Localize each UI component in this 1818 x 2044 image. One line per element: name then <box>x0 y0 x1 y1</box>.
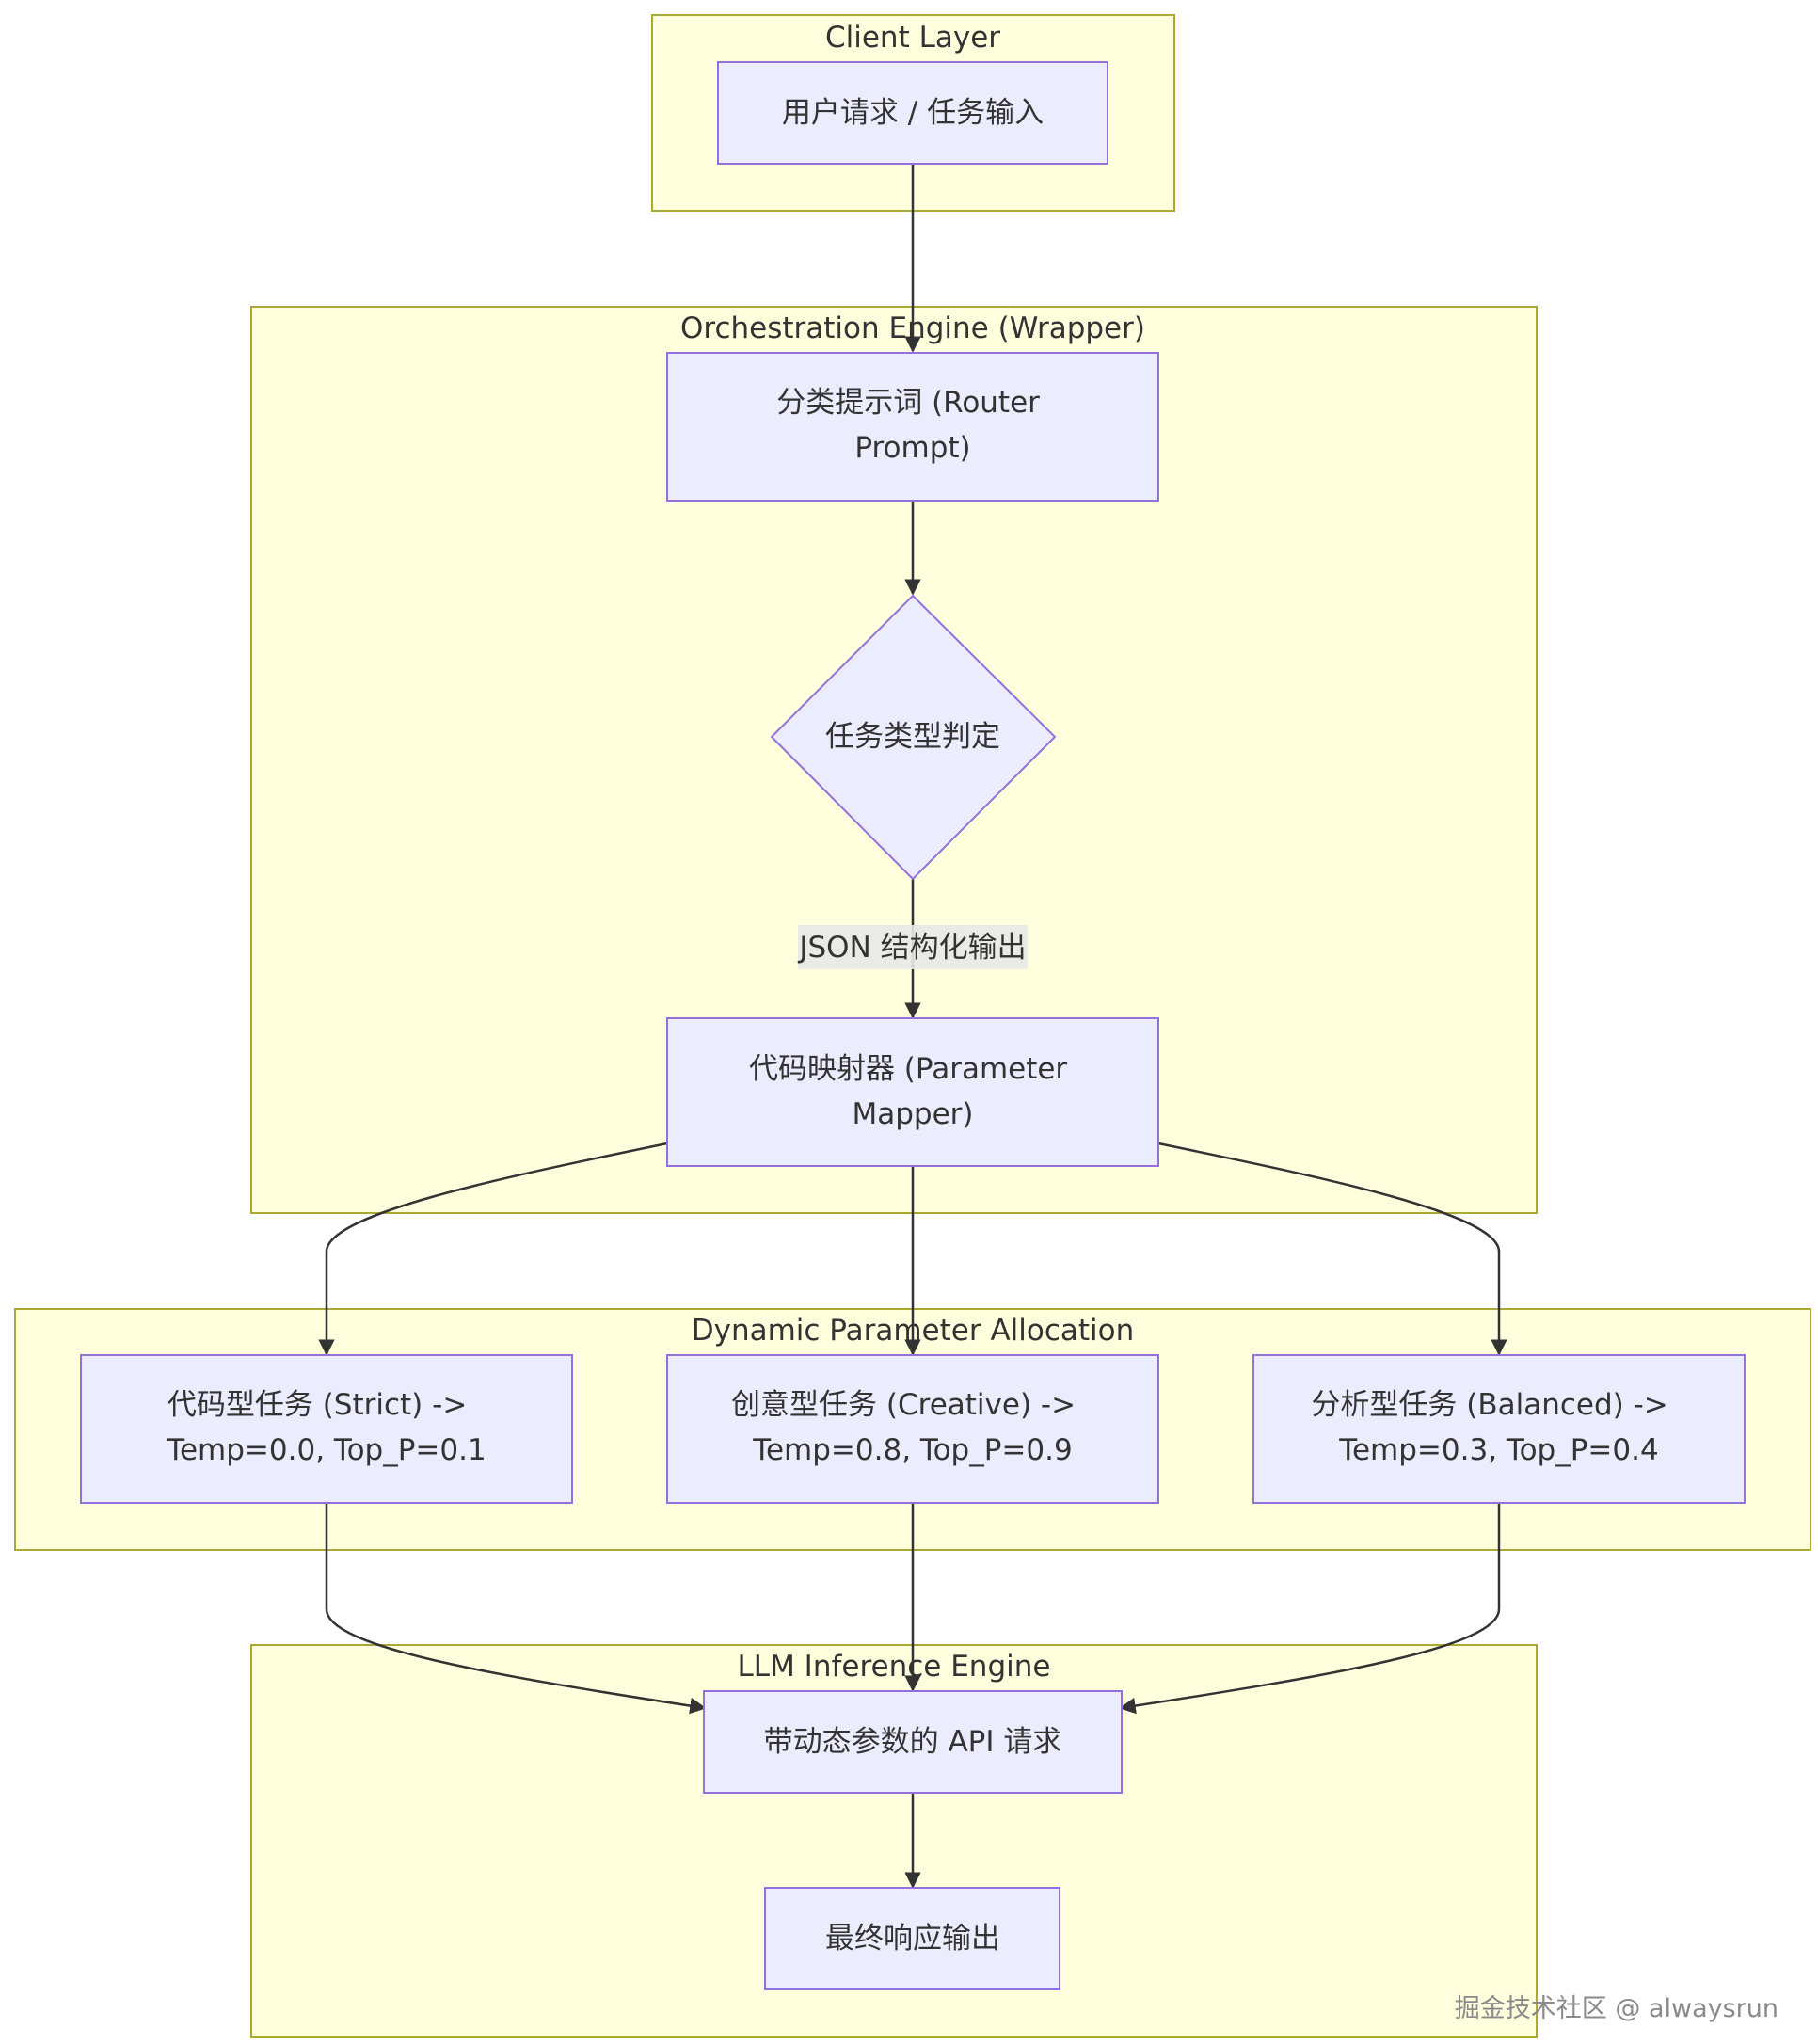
node-task-type-decision-label: 任务类型判定 <box>825 720 1000 754</box>
node-user-request: 用户请求 / 任务输入 <box>717 61 1108 165</box>
node-router-prompt-label: 分类提示词 (Router Prompt) <box>776 386 1049 465</box>
edge-mapper-to-analysis-task <box>1157 1142 1507 1356</box>
node-creative-task: 创意型任务 (Creative) -> Temp=0.8, Top_P=0.9 <box>666 1354 1159 1504</box>
node-api-request-label: 带动态参数的 API 请求 <box>764 1725 1062 1759</box>
node-analysis-task: 分析型任务 (Balanced) -> Temp=0.3, Top_P=0.4 <box>1252 1354 1746 1504</box>
node-final-output: 最终响应输出 <box>764 1887 1060 1990</box>
node-code-task: 代码型任务 (Strict) -> Temp=0.0, Top_P=0.1 <box>80 1354 573 1504</box>
node-code-task-label: 代码型任务 (Strict) -> Temp=0.0, Top_P=0.1 <box>166 1388 486 1467</box>
edge-mapper-to-code-task <box>318 1142 668 1356</box>
node-analysis-task-label: 分析型任务 (Balanced) -> Temp=0.3, Top_P=0.4 <box>1311 1388 1677 1467</box>
edge-analysis-task-to-api <box>1119 1503 1501 1715</box>
edge-label-json-output-text: JSON 结构化输出 <box>797 931 1026 965</box>
edge-label-json-output: JSON 结构化输出 <box>797 925 1028 969</box>
watermark-text: 掘金技术社区 @ alwaysrun <box>1455 1994 1778 2023</box>
node-task-type-decision: 任务类型判定 <box>770 594 1057 881</box>
node-parameter-mapper: 代码映射器 (Parameter Mapper) <box>666 1017 1159 1167</box>
node-api-request: 带动态参数的 API 请求 <box>703 1690 1123 1794</box>
node-final-output-label: 最终响应输出 <box>825 1922 1000 1956</box>
cluster-llm-inference-engine-label: LLM Inference Engine <box>738 1650 1051 1684</box>
node-user-request-label: 用户请求 / 任务输入 <box>782 96 1044 130</box>
cluster-client-layer-label: Client Layer <box>825 21 1000 55</box>
node-parameter-mapper-label: 代码映射器 (Parameter Mapper) <box>749 1052 1076 1131</box>
edge-code-task-to-api <box>325 1503 707 1715</box>
node-creative-task-label: 创意型任务 (Creative) -> Temp=0.8, Top_P=0.9 <box>731 1388 1085 1467</box>
node-router-prompt: 分类提示词 (Router Prompt) <box>666 352 1159 502</box>
edges <box>318 164 1507 1889</box>
